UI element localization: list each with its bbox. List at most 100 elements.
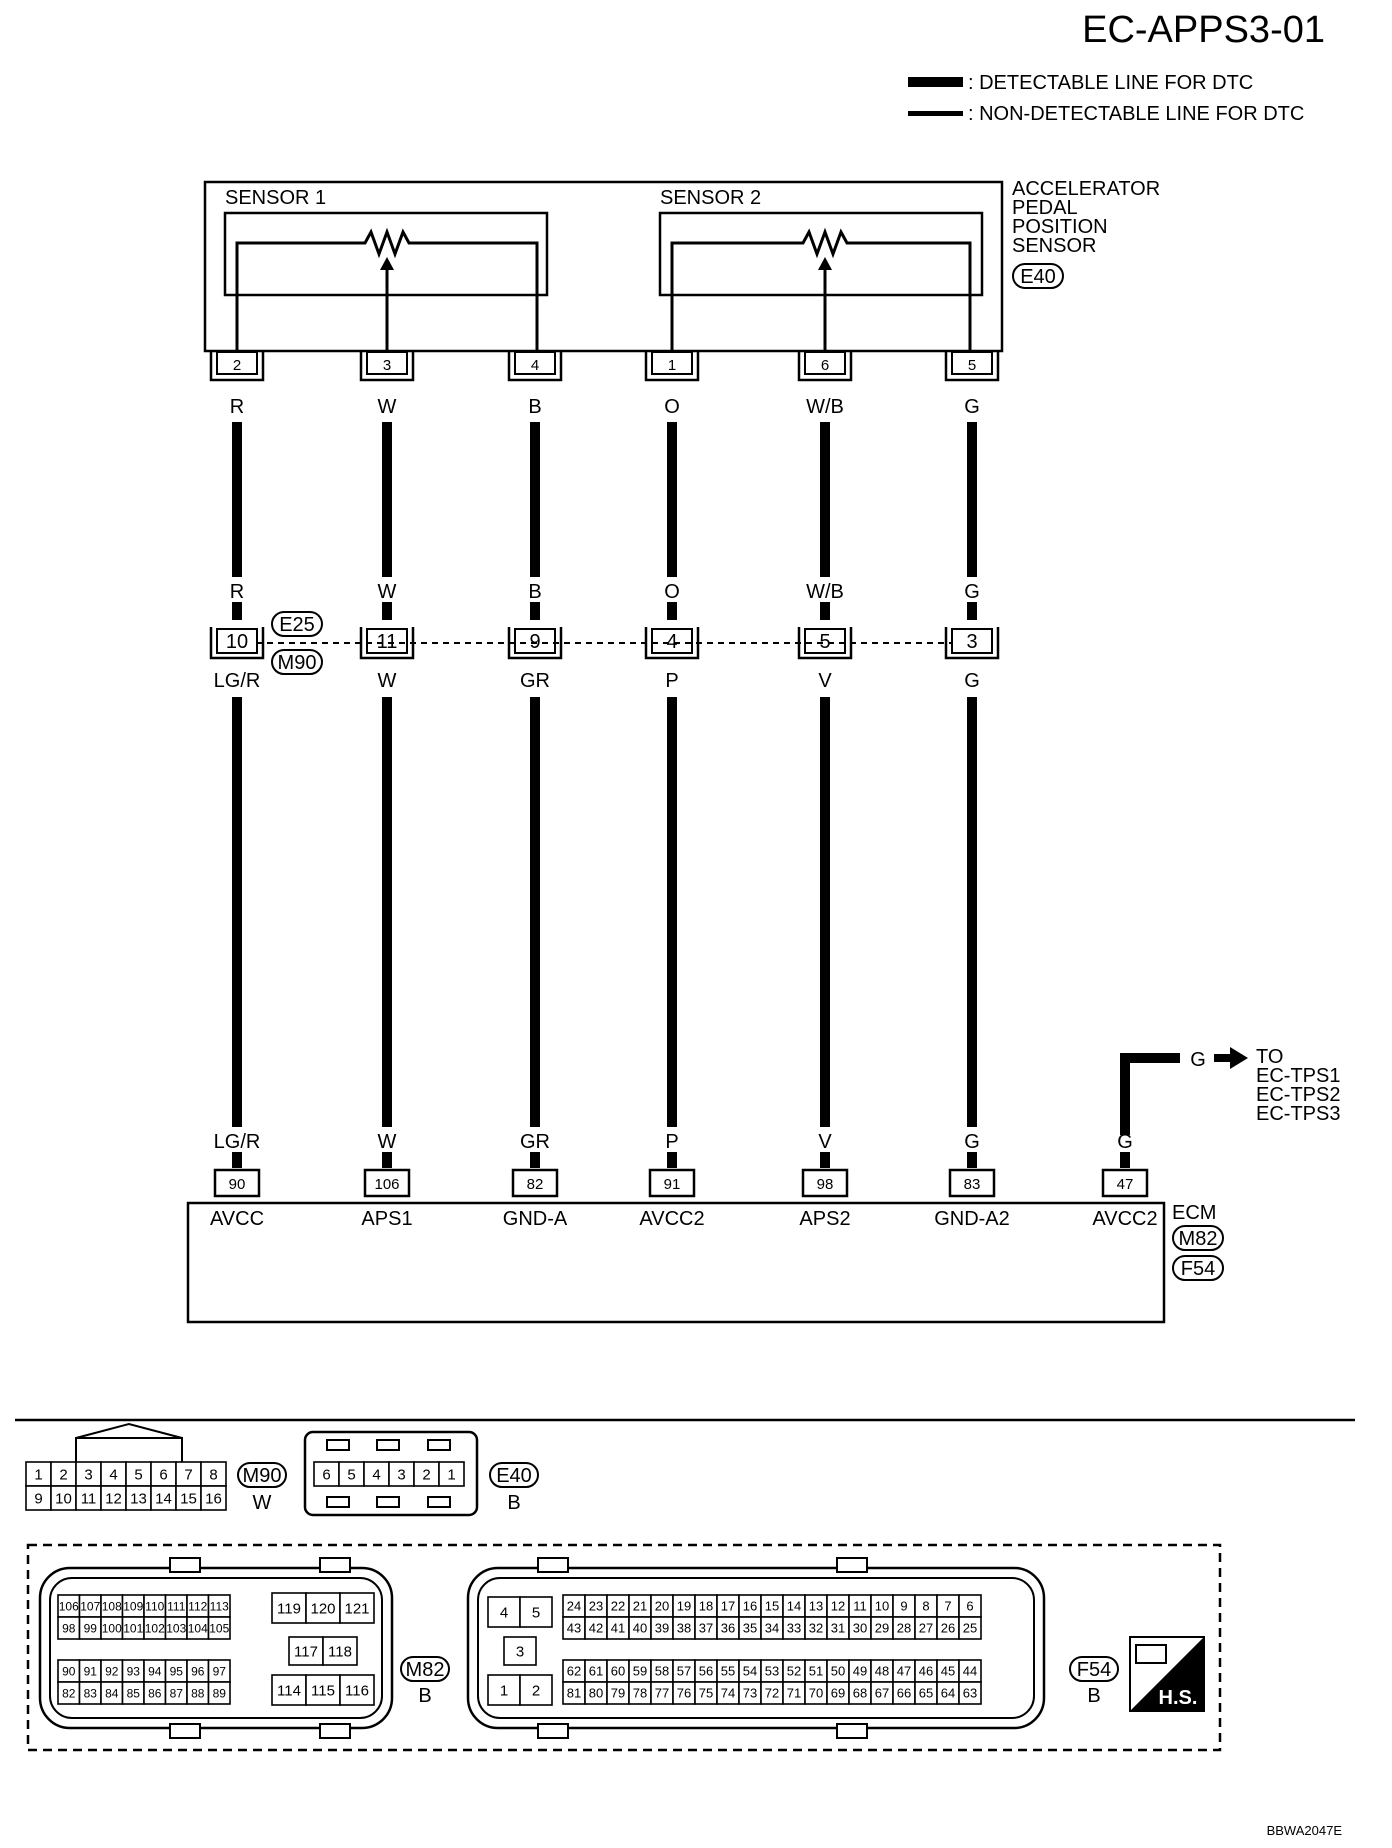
tps-branch-color-bottom: G — [1117, 1131, 1133, 1153]
tps-branch-color-top: G — [1190, 1049, 1206, 1071]
e40-key-bottom — [427, 1496, 451, 1508]
f54-latch-top — [537, 1557, 569, 1573]
f54-r3-pin-55: 55 — [721, 1664, 735, 1679]
f54-r3-pin-44: 44 — [963, 1664, 977, 1679]
sensor-pin-2: 2 — [233, 357, 241, 374]
e40-pin-1: 1 — [447, 1466, 455, 1483]
m90-row1-cell — [125, 1461, 152, 1487]
m82-ur2-pin-99: 99 — [84, 1621, 98, 1635]
f54-color: B — [1087, 1685, 1100, 1707]
hs-badge-black-triangle — [1130, 1637, 1204, 1711]
f54-r4-pin-77: 77 — [655, 1686, 669, 1701]
accelerator-pedal-position-sensor: SENSOR 1 SENSOR 2 ACCELERATOR PEDAL POSI… — [203, 178, 1160, 353]
ecm-tag-f54-outline — [1172, 1255, 1224, 1281]
m82-rt-cell — [271, 1592, 307, 1624]
f54-r1-pin-20: 20 — [655, 1599, 669, 1614]
m82-ur1-pin-110: 110 — [145, 1599, 164, 1613]
m82-lr1-pin-91: 91 — [84, 1664, 98, 1678]
f54-r2-pin-42: 42 — [589, 1621, 603, 1636]
sensor-pin-1: 1 — [668, 357, 676, 374]
m82-ur2-cell — [207, 1616, 231, 1640]
sensor-connector-id: E40 — [1020, 266, 1056, 288]
f54-lb-pin-1: 1 — [500, 1682, 508, 1699]
f54-r2-pin-41: 41 — [611, 1621, 625, 1636]
f54-latch-bottom — [537, 1723, 569, 1739]
f54-r3-pin-62: 62 — [567, 1664, 581, 1679]
ecm-pin-47: 47 — [1117, 1176, 1134, 1193]
m90-row1-cell — [200, 1461, 227, 1487]
ecm-signal-avcc2: AVCC2 — [639, 1208, 704, 1230]
ecm-pin-box — [648, 1168, 696, 1198]
joint-pin-4: 4 — [666, 631, 677, 653]
m82-lr1-pin-94: 94 — [148, 1664, 162, 1678]
m82-ur1-pin-111: 111 — [167, 1599, 186, 1613]
sensor-pin-bracket — [644, 352, 700, 382]
hs-badge: H.S. — [1129, 1636, 1205, 1712]
f54-r4-pin-74: 74 — [721, 1686, 735, 1701]
ecm-pin-91: 91 — [664, 1176, 681, 1193]
e40-cell — [438, 1461, 465, 1487]
joint-tag-e25: E25 — [279, 614, 315, 636]
f54-r2-cell — [958, 1616, 982, 1640]
ecm-pin-106: 106 — [374, 1176, 399, 1193]
ecm-signal-aps1: APS1 — [361, 1208, 412, 1230]
m90-tag-outline — [237, 1462, 287, 1488]
f54-r2-pin-34: 34 — [765, 1621, 779, 1636]
m82-latch-bottom — [169, 1723, 201, 1739]
wire-color-top: B — [528, 396, 541, 418]
wire-color-bottom: W — [378, 670, 397, 692]
f54-r3-pin-54: 54 — [743, 1664, 757, 1679]
m82-latch-top — [169, 1557, 201, 1573]
m90-row2-pin-16: 16 — [205, 1490, 222, 1507]
wire-color-ecm: G — [964, 1131, 980, 1153]
m82-lr2-pin-88: 88 — [191, 1686, 205, 1700]
ecm-signal-avcc: AVCC — [210, 1208, 264, 1230]
ecm: ECM M82 F54 — [186, 1201, 1224, 1324]
hs-connector-icon — [1135, 1644, 1167, 1664]
f54-lb-cell — [519, 1674, 553, 1706]
m90-row2-pin-10: 10 — [55, 1490, 72, 1507]
m82-ur1-pin-112: 112 — [188, 1599, 207, 1613]
sensor-pin-4: 4 — [531, 357, 539, 374]
legend-thick-label: : DETECTABLE LINE FOR DTC — [968, 72, 1253, 94]
e40-tag-outline — [489, 1462, 539, 1488]
f54-r4-pin-68: 68 — [853, 1686, 867, 1701]
e40-key-top — [376, 1439, 400, 1451]
f54-r1-pin-13: 13 — [809, 1599, 823, 1614]
sensor-pin-box — [651, 351, 693, 375]
wire-color-ecm: GR — [520, 1131, 550, 1153]
m90-latch-roof — [75, 1422, 183, 1439]
f54-r2-pin-31: 31 — [831, 1621, 845, 1636]
m82-ur2-pin-101: 101 — [123, 1621, 143, 1635]
f54-r1-pin-7: 7 — [944, 1599, 951, 1614]
m82-rt-pin-121: 121 — [344, 1600, 369, 1617]
m82-latch-top — [319, 1557, 351, 1573]
f54-r4-cell — [958, 1681, 982, 1705]
e40-key-bottom — [376, 1496, 400, 1508]
m82-housing-inner — [49, 1577, 383, 1719]
wire-color-ecm: W — [378, 1131, 397, 1153]
m90-tag: M90 — [243, 1465, 282, 1487]
sensor2-circuit — [670, 227, 972, 351]
m90-row2-pin-9: 9 — [34, 1490, 42, 1507]
f54-lt-pin-5: 5 — [532, 1604, 540, 1621]
m90-row1-pin-3: 3 — [84, 1466, 92, 1483]
tps-branch: G TO EC-TPS1 EC-TPS2 EC-TPS3 G 47 AVCC2 — [1092, 1046, 1340, 1230]
m82-ur2-pin-100: 100 — [102, 1621, 122, 1635]
f54-r4-pin-69: 69 — [831, 1686, 845, 1701]
e40-key-bottom — [326, 1496, 350, 1508]
f54-r2-pin-43: 43 — [567, 1621, 581, 1636]
m90-row2-cell — [200, 1485, 227, 1511]
joint-pin-box — [951, 628, 993, 654]
m82-lr2-cell — [207, 1681, 231, 1705]
f54-housing-inner — [477, 1577, 1035, 1719]
sensor2-wiper-arrow — [818, 257, 832, 270]
f54-r3-pin-61: 61 — [589, 1664, 603, 1679]
wire-color-top-joint: B — [528, 581, 541, 603]
wire-color-top: W — [378, 396, 397, 418]
f54-r4-pin-66: 66 — [897, 1686, 911, 1701]
m82-lr2-pin-85: 85 — [127, 1686, 141, 1700]
m82-lr1-pin-95: 95 — [170, 1664, 184, 1678]
ecm-signal-aps2: APS2 — [799, 1208, 850, 1230]
